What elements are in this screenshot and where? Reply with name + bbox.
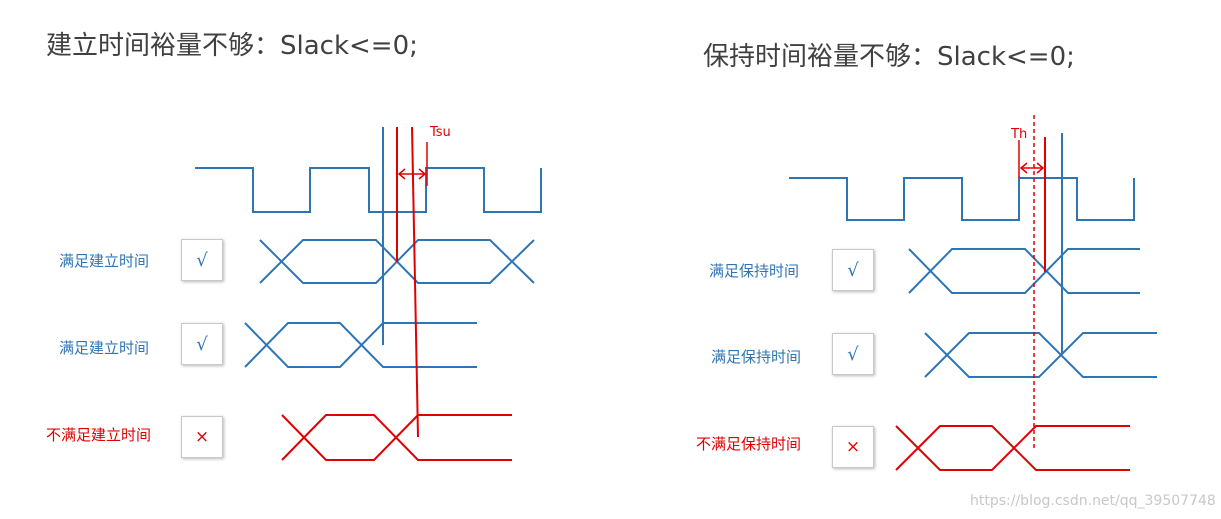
left-row-2-label: 满足建立时间 — [59, 339, 150, 357]
right-row-1-data-waveform — [908, 248, 1140, 294]
left-tsu-arrow — [397, 168, 427, 180]
right-row-1-label: 满足保持时间 — [709, 262, 800, 280]
right-th-arrow — [1019, 162, 1045, 174]
left-row-3-cross-box: × — [181, 416, 223, 458]
right-row-2-data-waveform — [924, 332, 1157, 378]
right-row-3-label: 不满足保持时间 — [696, 435, 802, 453]
right-row-2-label: 满足保持时间 — [711, 348, 802, 366]
left-row-2-check-box: √ — [181, 323, 223, 365]
left-row-2-data-waveform — [244, 322, 477, 368]
right-row-3-cross-box: × — [832, 426, 874, 468]
watermark: https://blog.csdn.net/qq_39507748 — [970, 493, 1216, 509]
right-row-3-data-waveform — [895, 425, 1130, 471]
left-tsu-label: Tsu — [429, 125, 451, 140]
right-row-1-check-box: √ — [832, 249, 874, 291]
right-row-2-check-box: √ — [832, 333, 874, 375]
left-clock-waveform — [195, 167, 542, 213]
right-panel-title: 保持时间裕量不够：Slack<=0; — [703, 42, 1075, 72]
left-row-3-data-waveform — [281, 414, 512, 461]
left-panel-title: 建立时间裕量不够：Slack<=0; — [46, 31, 418, 61]
left-row-3-label: 不满足建立时间 — [46, 426, 152, 444]
left-row-1-label: 满足建立时间 — [59, 252, 150, 270]
left-data-change-line — [411, 126, 419, 438]
right-clock-waveform — [789, 177, 1135, 221]
right-th-label: Th — [1010, 127, 1027, 142]
left-row-1-check-box: √ — [181, 239, 223, 281]
